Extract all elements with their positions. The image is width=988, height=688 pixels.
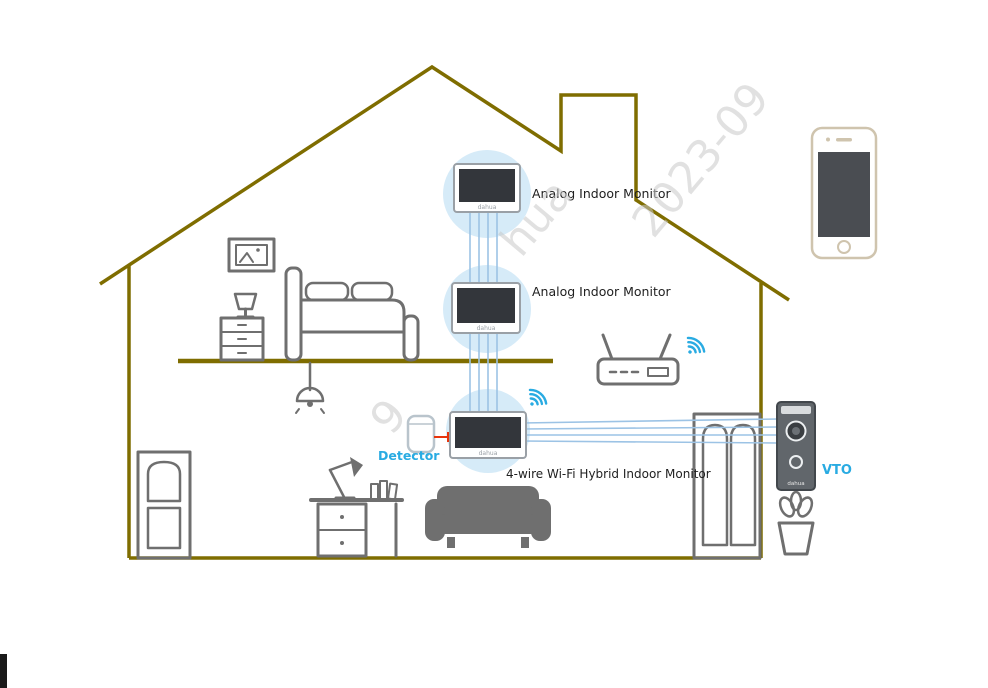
label-hybrid-monitor: 4-wire Wi-Fi Hybrid Indoor Monitor: [506, 467, 711, 481]
desk-lamp: [328, 457, 363, 500]
roof-with-chimney: [99, 64, 790, 302]
analog-indoor-monitor-top: dahua: [453, 163, 521, 213]
label-analog-monitor-top: Analog Indoor Monitor: [532, 186, 671, 201]
monitor-screen: [457, 288, 515, 323]
brand-logo: dahua: [479, 450, 498, 457]
table-lamp: [233, 292, 258, 319]
detector-device: [406, 414, 436, 456]
phone-home-button: [837, 240, 851, 254]
wifi-router: [596, 333, 680, 386]
potted-plant: [777, 490, 815, 556]
monitor-screen: [459, 169, 515, 202]
phone-screen: [818, 152, 870, 237]
sofa: [425, 486, 551, 548]
pendant-lamp: [295, 361, 325, 414]
monitor-screen: [455, 417, 521, 448]
wifi-icon-router: [686, 336, 706, 354]
books: [370, 480, 399, 501]
wifi-icon-monitor: [528, 388, 548, 406]
wire-bundle-to-vto: [521, 418, 779, 444]
vto-device: dahua: [776, 401, 816, 491]
picture-frame: [227, 237, 276, 273]
hybrid-indoor-monitor: dahua: [449, 411, 527, 459]
brand-logo: dahua: [787, 481, 804, 487]
brand-logo: dahua: [478, 204, 497, 211]
brand-logo: dahua: [477, 325, 496, 332]
desk: [309, 498, 404, 558]
left-door: [136, 450, 192, 560]
page-edge-mark: [0, 654, 7, 688]
label-analog-monitor-middle: Analog Indoor Monitor: [532, 284, 671, 299]
bed: [284, 266, 420, 362]
nightstand: [219, 316, 265, 362]
analog-indoor-monitor-middle: dahua: [451, 282, 521, 334]
phone-earpiece: [836, 138, 852, 142]
smartphone: [810, 126, 878, 260]
label-vto: VTO: [822, 463, 852, 478]
phone-camera-dot: [826, 137, 830, 142]
vto-call-button: [789, 455, 803, 469]
label-detector: Detector: [378, 448, 440, 463]
right-door: [692, 412, 762, 560]
